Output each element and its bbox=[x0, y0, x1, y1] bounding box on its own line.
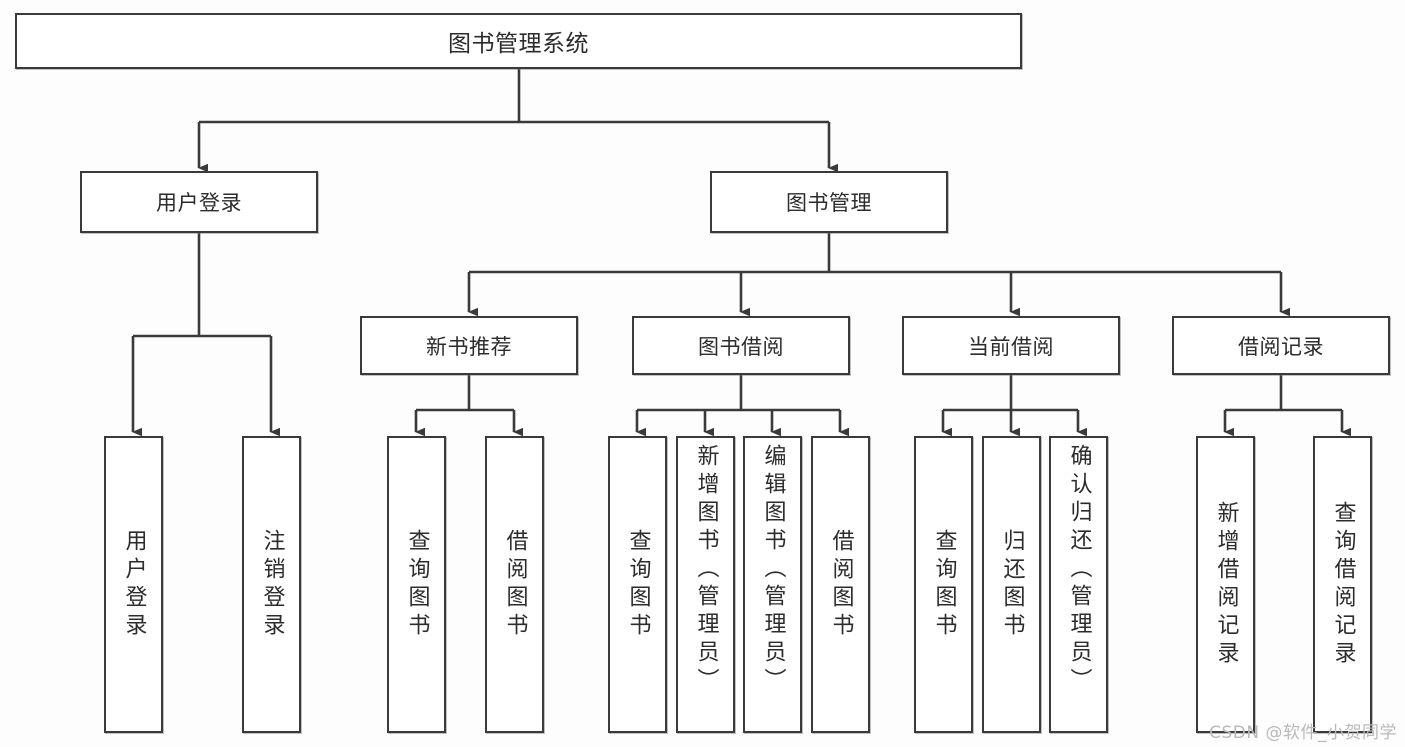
node-label: 查询图书 bbox=[404, 528, 430, 641]
leaf-node-query-book-current[interactable]: 查询图书 bbox=[914, 436, 973, 733]
leaf-node-logout[interactable]: 注销登录 bbox=[242, 436, 301, 733]
node-label: 新增借阅记录 bbox=[1213, 500, 1239, 669]
node-label: 用户登录 bbox=[121, 528, 147, 641]
node-root-book-management-system[interactable]: 图书管理系统 bbox=[15, 13, 1022, 69]
node-label: 新增图书（管理员） bbox=[693, 444, 719, 696]
node-label: 新书推荐 bbox=[426, 334, 512, 359]
node-label: 查询图书 bbox=[931, 528, 957, 641]
leaf-node-add-borrow-record[interactable]: 新增借阅记录 bbox=[1196, 436, 1255, 733]
node-label: 归还图书 bbox=[999, 528, 1025, 641]
node-borrow-record[interactable]: 借阅记录 bbox=[1172, 316, 1390, 375]
node-label: 借阅图书 bbox=[828, 528, 854, 641]
leaf-node-user-login[interactable]: 用户登录 bbox=[104, 436, 163, 733]
node-label: 编辑图书（管理员） bbox=[760, 444, 786, 696]
leaf-node-edit-book-admin[interactable]: 编辑图书（管理员） bbox=[743, 436, 802, 733]
node-book-borrow[interactable]: 图书借阅 bbox=[632, 316, 850, 375]
node-label: 用户登录 bbox=[156, 191, 242, 215]
node-label: 查询借阅记录 bbox=[1330, 500, 1356, 669]
node-label: 借阅记录 bbox=[1238, 334, 1324, 359]
leaf-node-confirm-return-admin[interactable]: 确认归还（管理员） bbox=[1049, 436, 1108, 733]
leaf-node-borrow-book-new-rec[interactable]: 借阅图书 bbox=[485, 436, 544, 733]
node-label: 查询图书 bbox=[625, 528, 651, 641]
node-label: 确认归还（管理员） bbox=[1066, 444, 1092, 696]
node-label: 图书管理 bbox=[786, 191, 872, 215]
leaf-node-query-borrow-record[interactable]: 查询借阅记录 bbox=[1313, 436, 1372, 733]
node-label: 图书借阅 bbox=[698, 334, 784, 359]
node-label: 注销登录 bbox=[259, 528, 285, 641]
leaf-node-add-book-admin[interactable]: 新增图书（管理员） bbox=[676, 436, 735, 733]
leaf-node-borrow-book[interactable]: 借阅图书 bbox=[811, 436, 870, 733]
leaf-node-return-book[interactable]: 归还图书 bbox=[982, 436, 1041, 733]
node-label: 当前借阅 bbox=[968, 334, 1054, 359]
leaf-node-query-book-new-rec[interactable]: 查询图书 bbox=[387, 436, 446, 733]
node-label: 借阅图书 bbox=[502, 528, 528, 641]
node-book-manage[interactable]: 图书管理 bbox=[710, 171, 948, 233]
leaf-node-query-book-borrow[interactable]: 查询图书 bbox=[608, 436, 667, 733]
node-current-borrow[interactable]: 当前借阅 bbox=[902, 316, 1120, 375]
node-user-login[interactable]: 用户登录 bbox=[80, 171, 318, 233]
node-new-book-recommendation[interactable]: 新书推荐 bbox=[360, 316, 578, 375]
node-label: 图书管理系统 bbox=[448, 31, 589, 57]
csdn-watermark: CSDN @软件_小贺同学 bbox=[1209, 723, 1397, 743]
